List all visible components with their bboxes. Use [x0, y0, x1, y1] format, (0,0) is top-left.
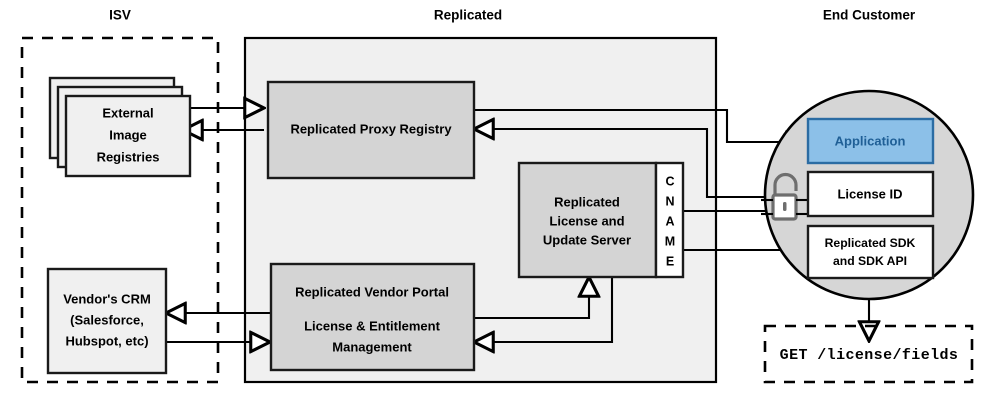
license-update-server-label-line1: Replicated [554, 194, 620, 209]
external-image-registries-card-front [64, 94, 192, 178]
zone-title-isv: ISV [109, 8, 131, 23]
replicated-proxy-registry-label: Replicated Proxy Registry [290, 121, 452, 136]
connector-proxy-to-application [474, 108, 806, 142]
node-cname-strip[interactable]: C N A M E [654, 161, 685, 279]
replicated-vendor-portal-box [269, 262, 476, 372]
replicated-proxy-registry-box [266, 80, 476, 180]
license-id-box [806, 170, 935, 218]
node-vendors-crm[interactable]: Vendor's CRM (Salesforce, Hubspot, etc) [46, 267, 168, 375]
connector-portal-to-license-server [474, 277, 589, 320]
application-label: Application [835, 133, 906, 148]
node-replicated-license-update-server[interactable]: Replicated License and Update Server [517, 161, 658, 279]
vendors-crm-box [46, 267, 168, 375]
node-external-image-registries[interactable]: External Image Registries [48, 76, 192, 178]
vendors-crm-label-line3: Hubspot, etc) [65, 333, 148, 348]
cname-letter-m: M [665, 234, 675, 248]
cname-letter-c: C [665, 174, 674, 188]
replicated-sdk-box [806, 224, 935, 280]
unlock-icon [771, 172, 798, 221]
external-image-registries-label-line1: External [102, 105, 153, 120]
license-update-server-label-line3: Update Server [543, 232, 631, 247]
cname-letter-a: A [665, 214, 674, 228]
cname-letter-e: E [666, 254, 674, 268]
vendors-crm-label-line2: (Salesforce, [70, 312, 144, 327]
external-image-registries-label-line3: Registries [97, 149, 160, 164]
node-application[interactable]: Application [806, 117, 935, 165]
node-license-id[interactable]: License ID [806, 170, 935, 218]
cname-strip-box [654, 161, 685, 279]
replicated-license-update-server-box [517, 161, 658, 279]
replicated-sdk-label-line1: Replicated SDK [825, 236, 916, 250]
node-replicated-sdk[interactable]: Replicated SDK and SDK API [806, 224, 935, 280]
isv-zone-boundary [20, 36, 220, 384]
node-replicated-proxy-registry[interactable]: Replicated Proxy Registry [266, 80, 476, 180]
vendor-portal-label-line3: Management [332, 339, 412, 354]
license-id-label: License ID [837, 186, 902, 201]
api-call-boundary [763, 324, 974, 384]
node-api-call[interactable]: GET /license/fields [763, 324, 974, 384]
connector-licenseid-to-proxy [474, 129, 795, 199]
external-image-registries-label-line2: Image [109, 127, 147, 142]
api-call-label: GET /license/fields [780, 347, 959, 364]
vendor-portal-label-line2: License & Entitlement [304, 318, 440, 333]
cname-letter-n: N [665, 194, 674, 208]
zone-title-replicated: Replicated [434, 8, 502, 23]
zone-title-end-customer: End Customer [823, 8, 916, 23]
license-update-server-label-line2: License and [549, 213, 624, 228]
application-box [806, 117, 935, 165]
vendor-portal-label-line1: Replicated Vendor Portal [295, 284, 449, 299]
connector-license-server-to-portal [474, 277, 614, 342]
vendors-crm-label-line1: Vendor's CRM [63, 291, 151, 306]
node-replicated-vendor-portal[interactable]: Replicated Vendor Portal License & Entit… [269, 262, 476, 372]
replicated-sdk-label-line2: and SDK API [833, 254, 907, 268]
